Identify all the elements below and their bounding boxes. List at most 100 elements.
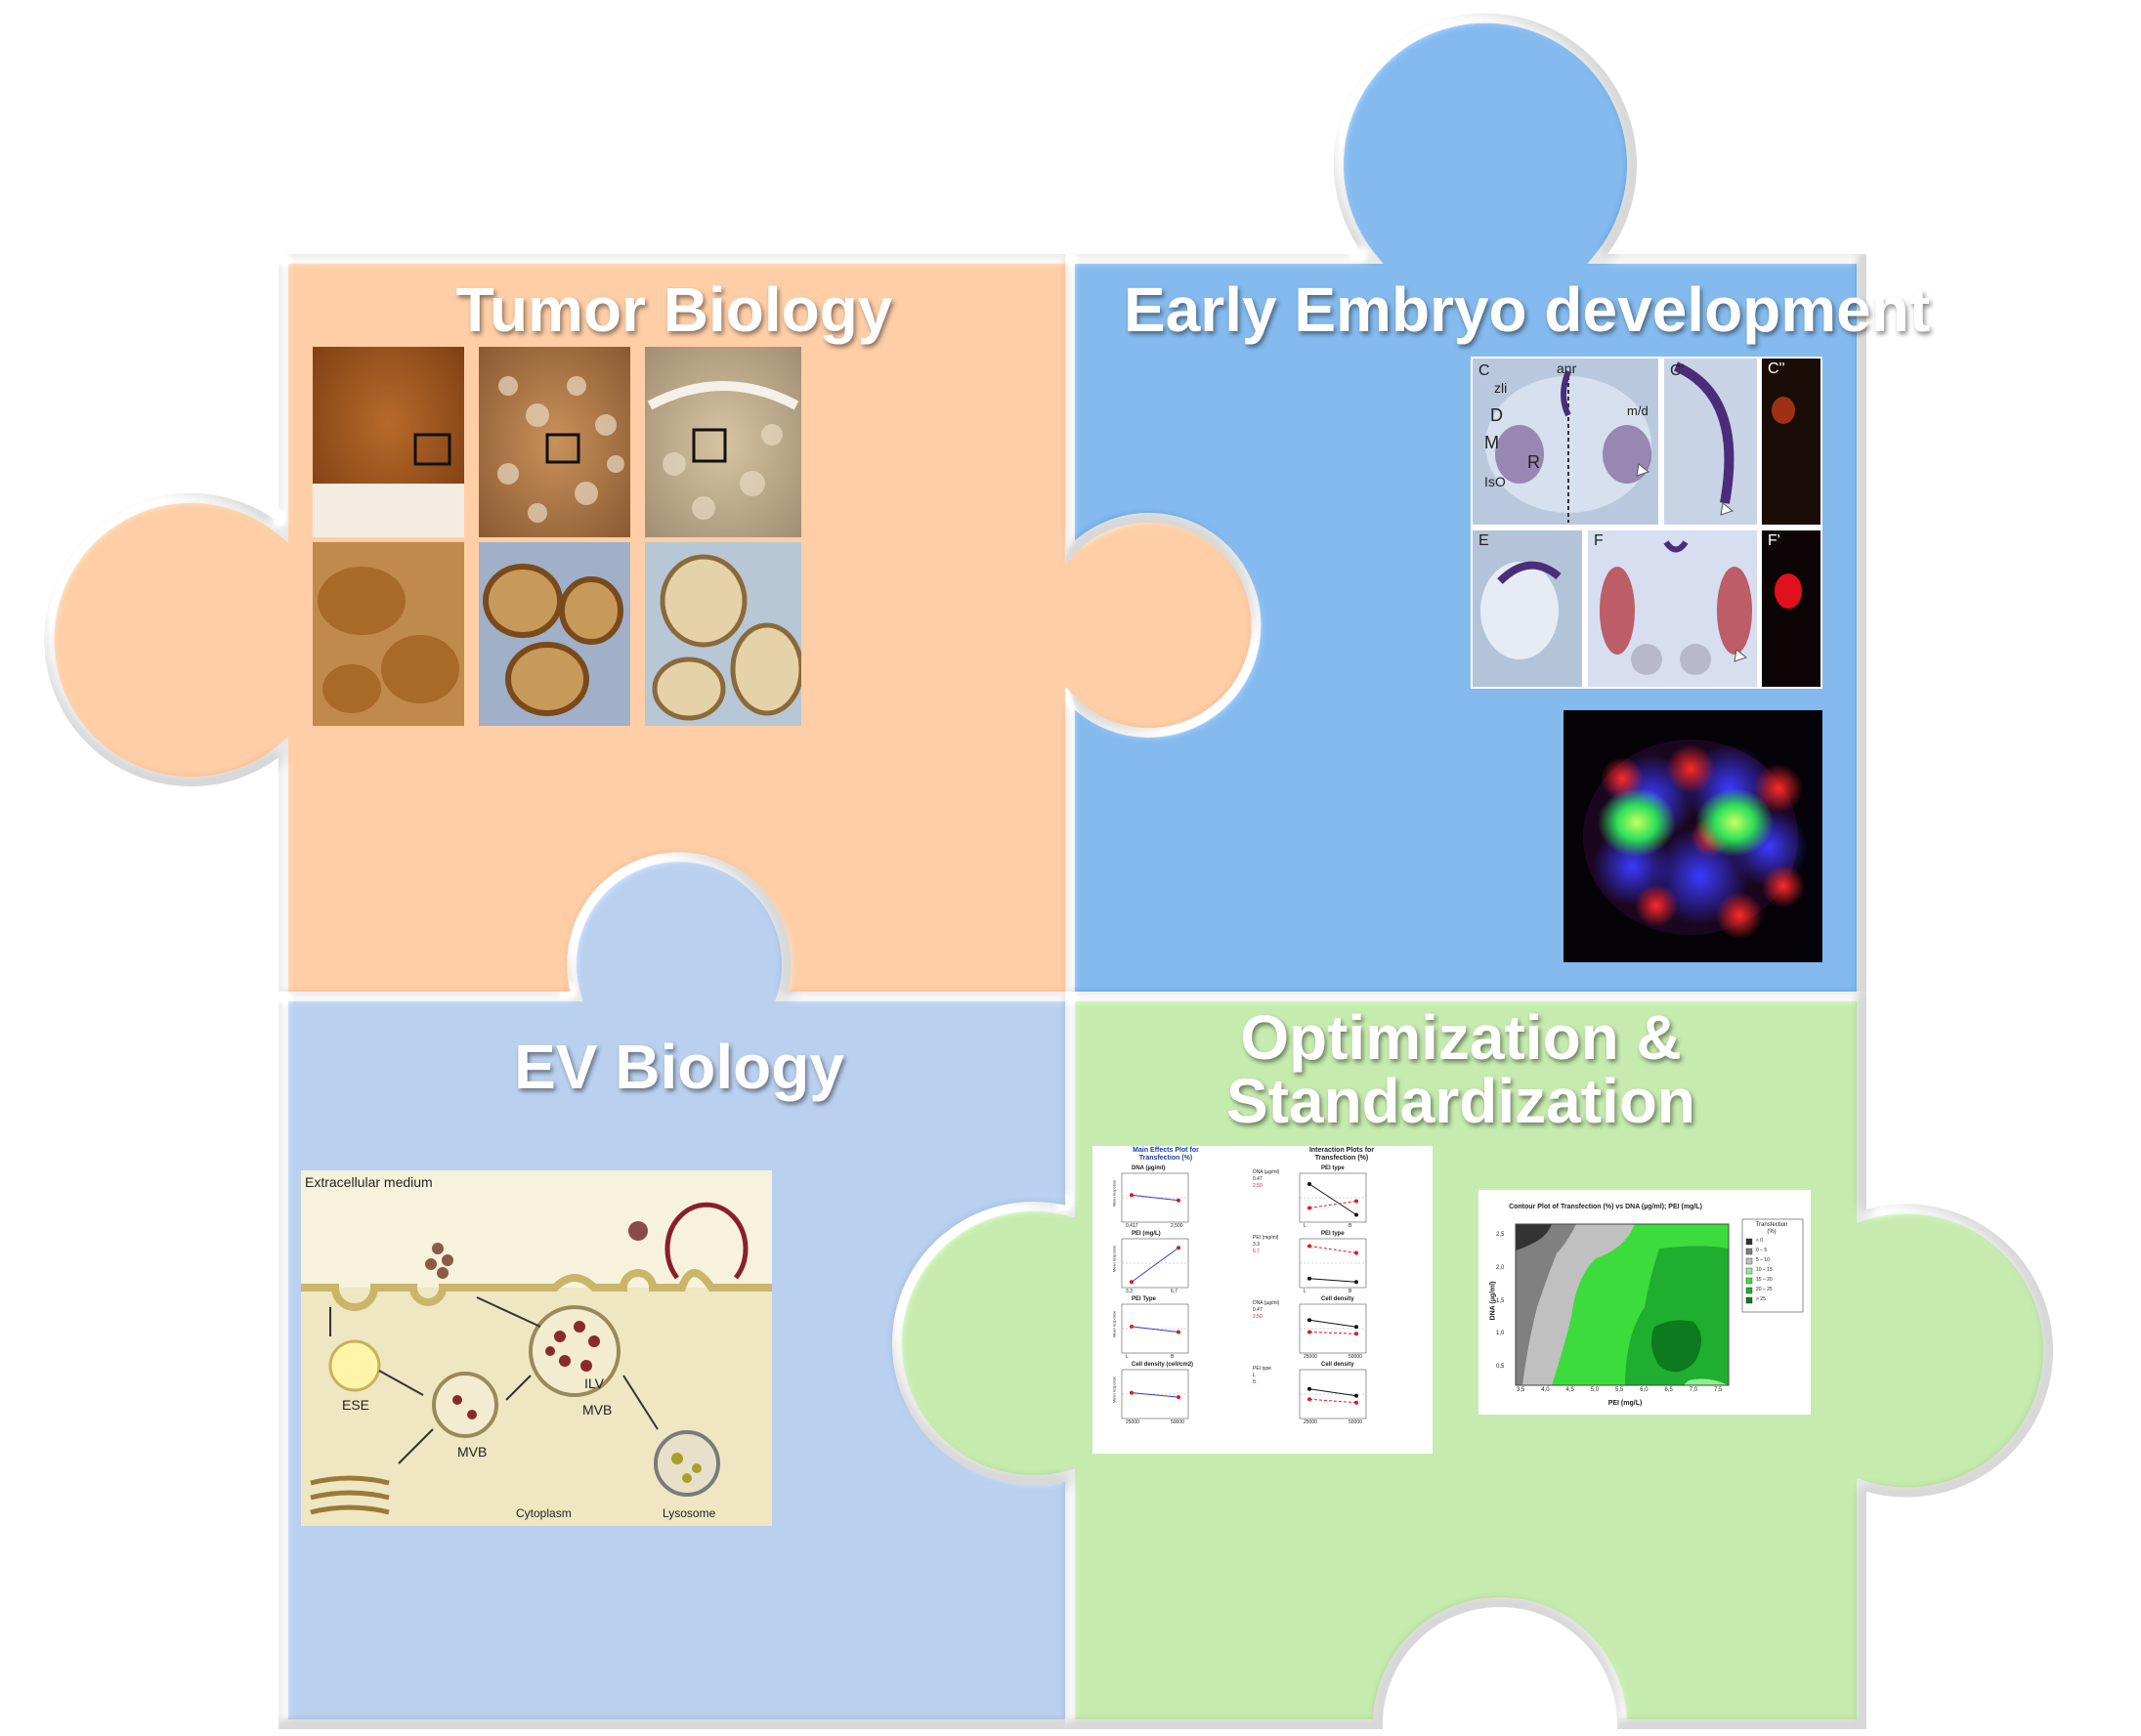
interaction-x-tick: 50000: [1349, 1354, 1362, 1360]
data-point: [1307, 1397, 1311, 1402]
main-effects-y-label: Mean response: [1111, 1310, 1117, 1338]
data-point: [1130, 1324, 1134, 1329]
data-point: [1354, 1332, 1358, 1336]
interaction-subplot-title: PEI type: [1321, 1231, 1345, 1237]
embryo-panel: C zli anr m/d D M R IsO C' C'' E F F': [1471, 357, 1822, 689]
main-effects-subplot-title: DNA (µg/ml): [1132, 1165, 1166, 1171]
contour-x-tick: 5,5: [1615, 1387, 1624, 1393]
data-point: [1307, 1206, 1311, 1210]
embryo-label-E: E: [1478, 532, 1489, 549]
contour-legend-swatch: [1745, 1248, 1753, 1255]
interaction-x-tick: L: [1304, 1289, 1306, 1294]
embryo-label-M: M: [1484, 433, 1499, 452]
main-effects-title-1: Main Effects Plot for: [1133, 1147, 1199, 1154]
data-point: [1307, 1386, 1311, 1391]
interaction-subplot-title: PEI type: [1321, 1165, 1345, 1171]
interaction-x-tick: B: [1349, 1223, 1352, 1229]
interaction-legend-item: 3.3: [1253, 1242, 1260, 1248]
doe-plots-panel: Main Effects Plot for Transfection (%) I…: [1092, 1146, 1433, 1454]
ev-label-cytoplasm: Cytoplasm: [516, 1506, 572, 1520]
data-point: [1177, 1246, 1180, 1250]
contour-legend-label: 20 – 25: [1756, 1287, 1773, 1292]
contour-legend-label: 0 – 5: [1756, 1248, 1768, 1253]
interaction-subplot-title: Cell density: [1321, 1296, 1354, 1302]
data-point: [1354, 1212, 1358, 1217]
data-point: [1177, 1198, 1180, 1203]
data-point: [1354, 1400, 1358, 1405]
data-point: [1177, 1395, 1180, 1400]
main-effects-subplot-title: Cell density (cell/cm2): [1132, 1362, 1194, 1368]
data-point: [1354, 1280, 1358, 1285]
interaction-legend-item: B: [1253, 1379, 1257, 1385]
interaction-legend-item: 2.50: [1253, 1183, 1263, 1189]
main-effects-x-tick: 0,417: [1126, 1223, 1138, 1229]
contour-x-tick: 3,5: [1517, 1387, 1525, 1393]
contour-legend-swatch: [1745, 1238, 1753, 1246]
main-effects-x-tick: L: [1126, 1354, 1129, 1360]
embryo-label-C3: C'': [1768, 360, 1785, 377]
contour-legend-title-1: Transfection: [1755, 1222, 1788, 1228]
contour-title: Contour Plot of Transfection (%) vs DNA …: [1509, 1204, 1702, 1210]
main-effects-subplot-title: PEI Type: [1132, 1296, 1156, 1302]
ev-biogenesis-diagram: Extracellular medium ESE MVB MVB ILV Cyt…: [301, 1170, 772, 1526]
ev-label-extracellular: Extracellular medium: [305, 1174, 433, 1190]
contour-xlabel: PEI (mg/L): [1607, 1400, 1643, 1407]
contour-x-tick: 7,0: [1689, 1387, 1698, 1393]
series-line-1: [1308, 1398, 1357, 1404]
interaction-legend-title: DNA (µg/ml): [1253, 1169, 1280, 1175]
main-effects-y-label: Mean response: [1111, 1245, 1117, 1273]
interaction-legend-item: 0.47: [1253, 1176, 1263, 1182]
contour-x-tick: 4,5: [1565, 1387, 1574, 1393]
contour-y-tick: 1,5: [1496, 1297, 1505, 1304]
interaction-legend-title: DNA (µg/ml): [1253, 1300, 1280, 1306]
embryo-label-R: R: [1527, 452, 1540, 472]
main-effects-y-label: Mean response: [1111, 1179, 1117, 1207]
contour-legend-label: 5 – 10: [1756, 1257, 1770, 1263]
main-effects-x-tick: 6,7: [1171, 1289, 1178, 1294]
contour-y-tick: 2,0: [1496, 1264, 1505, 1271]
tumor-micrograph-grid: [313, 347, 801, 726]
optimization-title-line1: Optimization &: [1240, 1002, 1682, 1073]
interaction-title-1: Interaction Plots for: [1308, 1147, 1375, 1154]
interaction-x-tick: 50000: [1349, 1419, 1362, 1425]
series-line-0: [1308, 1278, 1357, 1283]
contour-legend-label: > 25: [1756, 1296, 1766, 1302]
main-effects-x-tick: B: [1171, 1354, 1175, 1360]
data-point: [1130, 1280, 1134, 1285]
embryo-label-C: C: [1478, 362, 1490, 379]
contour-x-tick: 6,5: [1664, 1387, 1673, 1393]
contour-legend-swatch: [1745, 1296, 1753, 1304]
contour-y-tick: 2,5: [1496, 1232, 1505, 1238]
embryo-title: Early Embryo development: [1124, 275, 1931, 345]
contour-plot-panel: Contour Plot of Transfection (%) vs DNA …: [1478, 1190, 1811, 1415]
series-line-1: [1308, 1246, 1357, 1253]
interaction-legend-item: 0.47: [1253, 1307, 1263, 1313]
data-point: [1354, 1393, 1358, 1398]
interaction-title-2: Transfection (%): [1314, 1155, 1369, 1162]
interaction-x-tick: 25000: [1304, 1354, 1317, 1360]
embryo-label-md: m/d: [1627, 403, 1649, 418]
embryo-label-F2: F': [1768, 532, 1780, 549]
contour-legend-title-2: (%): [1767, 1229, 1777, 1235]
interaction-subplot-title: Cell density: [1321, 1362, 1354, 1368]
interaction-legend-item: L: [1253, 1373, 1256, 1378]
contour-legend-swatch: [1745, 1257, 1753, 1265]
embryo-label-IsO: IsO: [1484, 474, 1506, 489]
data-point: [1307, 1276, 1311, 1281]
data-point: [1307, 1182, 1311, 1186]
contour-x-tick: 5,0: [1590, 1387, 1600, 1393]
fluorescent-embryo-image: [1563, 710, 1822, 962]
data-point: [1130, 1390, 1134, 1395]
contour-legend-label: 15 – 20: [1756, 1277, 1773, 1283]
optimization-title-line2: Standardization: [1225, 1066, 1696, 1136]
series-line-1: [1308, 1332, 1357, 1334]
interaction-legend-title: PEI (mg/ml): [1253, 1235, 1279, 1241]
data-point: [1307, 1318, 1311, 1323]
embryo-label-D: D: [1490, 405, 1503, 425]
main-effects-x-tick: 2,500: [1171, 1223, 1183, 1229]
data-point: [1177, 1330, 1180, 1334]
data-point: [1354, 1325, 1358, 1330]
data-point: [1307, 1330, 1311, 1334]
interaction-x-tick: L: [1304, 1223, 1306, 1229]
